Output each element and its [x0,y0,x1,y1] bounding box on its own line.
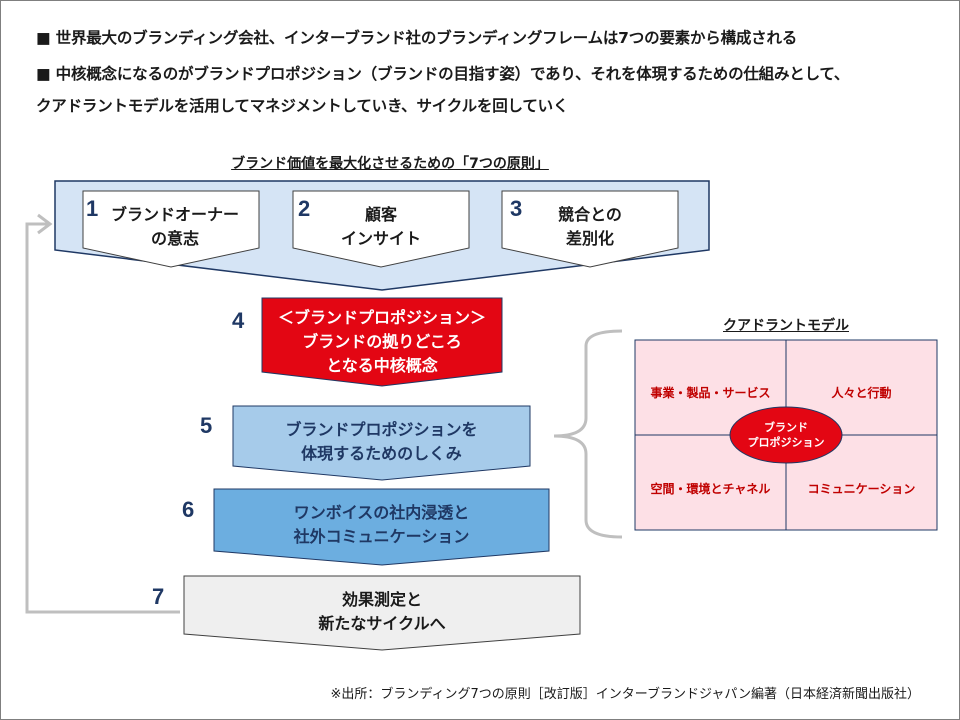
principle-chevron-3 [501,190,679,268]
principle-chevron-1 [82,190,260,268]
principle-label-2: 顧客 インサイト [340,205,421,248]
step-label-7: 効果測定と 新たなサイクルへ [318,590,446,633]
step-5-shape [232,405,531,481]
feedback-loop-arrowhead [37,213,53,235]
feedback-loop-line [25,222,180,614]
step-4-shape [261,297,503,387]
principles-title: ブランド価値を最大化させるための「7つの原則」 [231,156,549,172]
step-number-7: 7 [152,584,165,609]
principle-label-1: ブランドオーナー の意志 [110,205,239,248]
step-label-6: ワンボイスの社内浸透と 社外コミュニケーション [293,503,470,546]
quadrant-center-oval [729,406,843,464]
step-number-4: 4 [232,308,245,333]
step-number-6: 6 [182,497,195,522]
quadrant-title: クアドラントモデル [723,318,849,334]
source-citation: ※出所：ブランディング7つの原則［改訂版］インターブランドジャパン編著（日本経済… [330,687,920,702]
principle-number-2: 2 [298,196,311,221]
bullet-text-2-continued: クアドラントモデルを活用してマネジメントしていき、サイクルを回していく [36,97,569,115]
quadrant-top-left-label: 事業・製品・サービス [650,386,771,400]
step-7-shape [183,575,581,651]
principle-label-3: 競合との 差別化 [558,205,622,248]
step-6-shape [213,488,550,566]
quadrant-bottom-left-label: 空間・環境とチャネル [650,482,771,496]
quadrant-center-label: ブランド プロポジション [747,421,825,449]
bullet-text-2: ■ 中核概念になるのがブランドプロポジション（ブランドの目指す姿）であり、それを… [36,65,850,83]
step-label-5: ブランドプロポジションを 体現するためのしくみ [285,420,478,463]
principle-chevron-2 [292,190,470,268]
quadrant-top-right-label: 人々と行動 [831,386,892,400]
step-label-4: ＜ブランドプロポジション＞ ブランドの拠りどころ となる中核概念 [277,308,486,375]
quadrant-bottom-right-label: コミュニケーション [807,482,916,496]
bullet-text-1: ■ 世界最大のブランディング会社、インターブランド社のブランディングフレームは7… [36,29,798,47]
curly-brace [553,329,623,539]
principle-number-3: 3 [510,196,523,221]
step-number-5: 5 [200,413,213,438]
principle-number-1: 1 [86,196,99,221]
